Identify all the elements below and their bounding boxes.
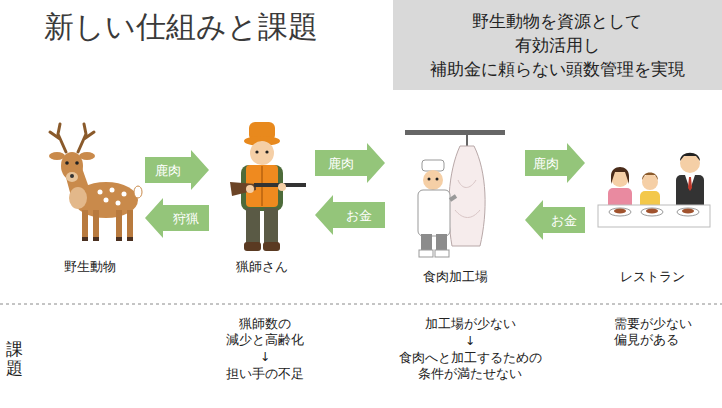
flow-label: お金 <box>549 213 579 228</box>
restaurant-illustration-part <box>642 174 658 190</box>
hunter-illustration-part <box>246 185 254 193</box>
deer-illustration-part <box>127 237 133 241</box>
restaurant-illustration-part <box>598 205 710 227</box>
flow-label: 鹿肉 <box>153 163 183 178</box>
restaurant-illustration-part <box>680 153 700 173</box>
meat-plant-illustration-part <box>405 130 505 135</box>
hunter-illustration <box>230 122 306 251</box>
hunter-illustration-part <box>264 208 278 244</box>
issues-heading: 課題 <box>6 340 23 377</box>
deer-illustration <box>49 124 142 241</box>
dashed-separator <box>0 304 722 305</box>
meat-plant-illustration-part <box>449 146 485 246</box>
restaurant-illustration-part <box>646 209 658 214</box>
hunter-illustration-part <box>244 242 261 251</box>
issue-text: 食肉へと加工するための 条件が満たせない <box>399 350 542 382</box>
deer-illustration-part <box>66 172 78 182</box>
node-caption: 猟師さん <box>236 258 288 276</box>
deer-illustration-part <box>122 192 127 197</box>
meat-plant-illustration-part <box>419 250 433 257</box>
meat-plant-illustration-part <box>422 160 444 171</box>
deer-illustration-part <box>116 237 122 241</box>
restaurant-illustration <box>598 153 710 227</box>
flow-arrow <box>315 143 385 183</box>
restaurant-illustration-part <box>680 153 700 161</box>
meat-plant-illustration-part <box>436 178 439 181</box>
flow-label: 鹿肉 <box>531 156 561 171</box>
deer-illustration-part <box>98 190 103 195</box>
flow-arrow <box>315 195 385 235</box>
restaurant-illustration-part <box>677 208 699 216</box>
issue-text: 加工場が少ない <box>425 316 516 332</box>
deer-illustration-part <box>93 210 99 240</box>
deer-illustration-part <box>134 186 142 198</box>
summary-text: 野生動物を資源として 有効活用し 補助金に頼らない頭数管理を実現 <box>429 9 687 81</box>
deer-illustration-part <box>82 210 88 240</box>
meat-plant-illustration <box>405 130 505 257</box>
restaurant-node: レストラン <box>588 140 716 288</box>
restaurant-illustration-part <box>641 208 663 216</box>
flow-arrow <box>525 200 585 240</box>
hunter-node: 猟師さん <box>212 116 312 278</box>
meat-plant-node: 食肉加工場 <box>388 128 522 288</box>
hunter-illustration-part <box>255 150 258 153</box>
flow-label: 狩猟 <box>171 211 201 226</box>
meat-plant-illustration-part <box>435 250 449 257</box>
restaurant-illustration-part <box>642 173 658 181</box>
deer-node: 野生動物 <box>38 122 142 278</box>
meat-plant-illustration-part <box>428 178 431 181</box>
hunter-illustration-part <box>278 183 286 191</box>
restaurant-illustration-part <box>614 209 626 214</box>
restaurant-illustration-part <box>685 175 695 190</box>
deer-illustration-part <box>69 187 87 209</box>
issue-text: 猟師数の 減少と高齢化 <box>225 316 305 348</box>
down-arrow-text: ↓ <box>465 333 475 349</box>
summary-box: 野生動物を資源として 有効活用し 補助金に頼らない頭数管理を実現 <box>393 0 722 90</box>
meat-plant-illustration-part <box>450 196 456 200</box>
restaurant-illustration-part <box>611 167 629 184</box>
meat-plant-illustration-part <box>423 170 443 190</box>
deer-illustration-part <box>127 210 133 240</box>
node-caption: レストラン <box>620 268 685 286</box>
deer-illustration-part <box>110 188 115 193</box>
flow-arrow <box>145 150 209 190</box>
restaurant-illustration-part <box>682 209 694 214</box>
deer-illustration-part <box>116 201 121 206</box>
deer-illustration-part <box>82 237 88 241</box>
hunter-illustration-part <box>246 208 260 244</box>
node-caption: 野生動物 <box>64 258 116 276</box>
deer-illustration-part <box>93 237 99 241</box>
issue-text: 担い手の不足 <box>226 366 304 382</box>
deer-illustration-part <box>65 161 69 165</box>
meat-plant-illustration-part <box>455 180 480 218</box>
deer-illustration-part <box>50 124 94 152</box>
meat-plant-illustration-part <box>466 135 468 146</box>
deer-illustration-part <box>75 161 79 165</box>
meat-plant-illustration-part <box>418 190 450 236</box>
flow-label: お金 <box>344 208 374 223</box>
node-caption: 食肉加工場 <box>423 268 488 286</box>
hunter-illustration-part <box>263 242 280 251</box>
flow-label: 鹿肉 <box>326 156 356 171</box>
hunter-illustration-part <box>250 141 274 165</box>
hunter-illustration-part <box>265 150 268 153</box>
hunter-illustration-part <box>241 165 283 211</box>
deer-illustration-part <box>70 174 74 178</box>
flow-arrow <box>145 198 209 238</box>
deer-illustration-part <box>116 210 122 240</box>
deer-illustration-part <box>104 198 109 203</box>
page-title: 新しい仕組みと課題 <box>44 8 318 46</box>
hunter-illustration-part <box>230 182 256 196</box>
restaurant-illustration-part <box>688 177 692 191</box>
down-arrow-text: ↓ <box>260 349 270 365</box>
restaurant-illustration-part <box>609 208 631 216</box>
deer-illustration-part <box>61 152 83 180</box>
issue-text: 需要が少ない 偏見がある <box>614 316 694 348</box>
flow-arrow <box>525 143 585 183</box>
